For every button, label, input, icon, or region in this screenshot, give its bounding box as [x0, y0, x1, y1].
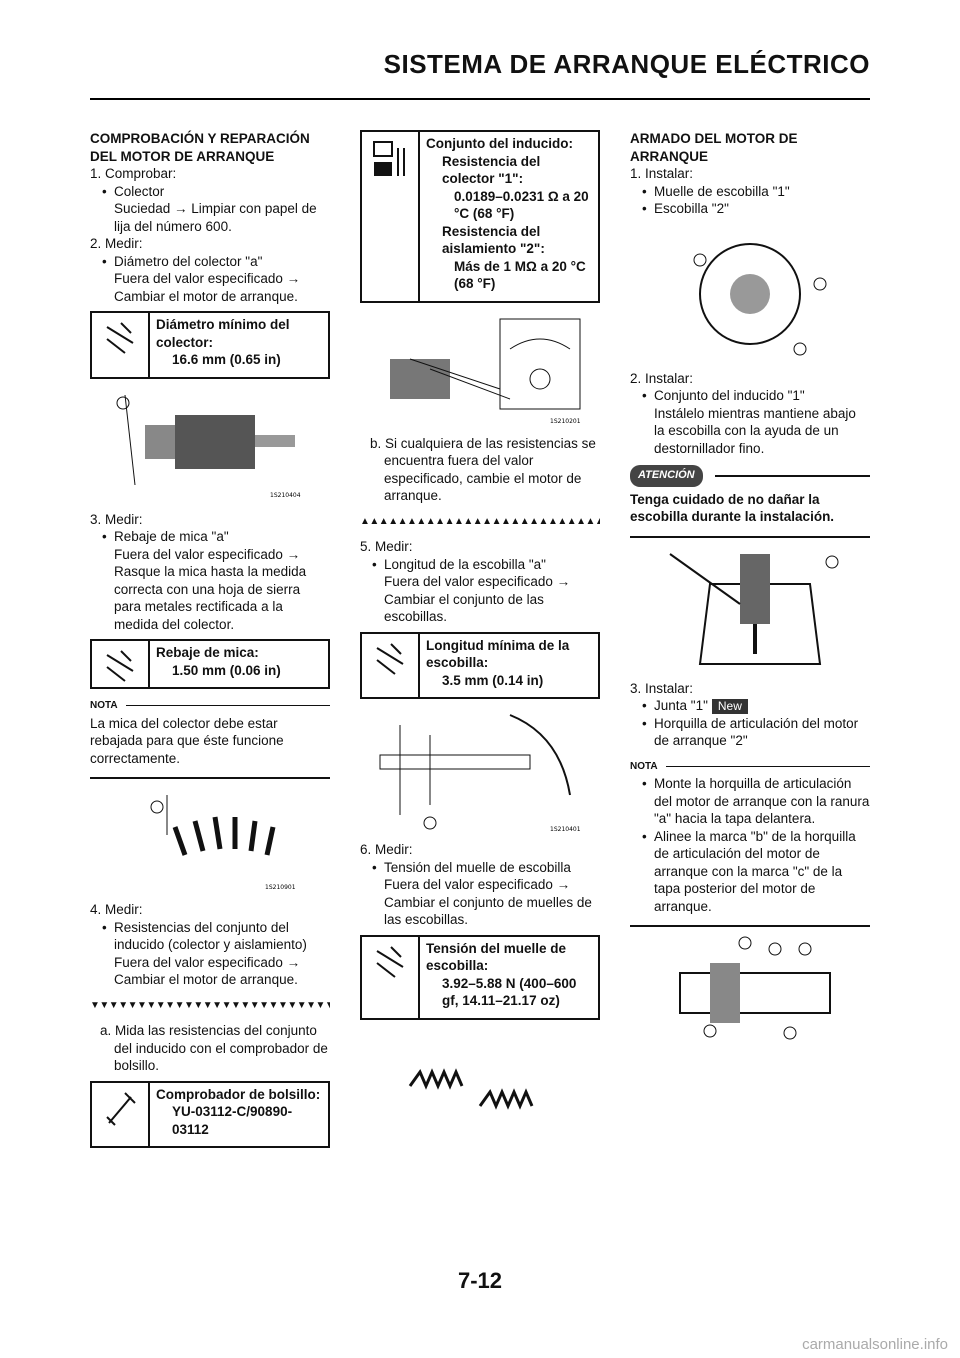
step-text: 4. Medir:: [90, 902, 143, 917]
bullet-item: Escobilla "2": [630, 200, 870, 218]
bullet-item: Rebaje de mica "a": [90, 528, 330, 546]
spec-label: Rebaje de mica:: [156, 645, 259, 660]
figure-code: 1S210201: [550, 418, 581, 425]
yoke-alignment-figure: [679, 936, 831, 1040]
spec-box: Diámetro mínimo del colector: 16.6 mm (0…: [90, 311, 330, 379]
bullet-item: Resistencias del conjunto del inducido (…: [90, 919, 330, 954]
spec-box: Longitud mínima de la escobilla: 3.5 mm …: [360, 631, 600, 699]
note-item: Alinee la marca "b" de la horquilla de a…: [630, 828, 870, 916]
page-number: 7-12: [457, 1268, 503, 1293]
caliper-icon: [362, 936, 420, 1018]
bullet-item: Tensión del muelle de escobilla: [360, 859, 600, 877]
bullet-item: Horquilla de articulación del motor de a…: [630, 715, 870, 750]
brush-length-figure: 1S210401: [379, 714, 581, 833]
caution-text: Tenga cuidado de no dañar la escobilla d…: [630, 487, 870, 538]
electrical-spec-icon: [362, 132, 420, 301]
resistance-test-figure: 1S210201: [390, 318, 581, 425]
title-rule: [90, 98, 870, 100]
caliper-icon: [362, 633, 420, 697]
caution-header: ATENCIÓN: [630, 465, 870, 487]
sub-step-text: b. Si cualquiera de las resistencias se …: [370, 435, 596, 504]
note-label: NOTA: [90, 700, 118, 711]
spec-box: Tensión del muelle de escobilla: 3.92–5.…: [360, 934, 600, 1020]
brush-springs-figure: [408, 1067, 534, 1110]
bullet-item: Diámetro del colector "a": [90, 253, 330, 271]
body-text: Instálelo mientras mantiene abajo la esc…: [654, 405, 856, 456]
page-title: SISTEMA DE ARRANQUE ELÉCTRICO: [383, 49, 870, 79]
body-text: Fuera del valor especificado → Rasque la…: [114, 546, 307, 632]
brush-install-figure: [693, 242, 827, 355]
sub-step-text: a. Mida las resistencias del conjunto de…: [100, 1023, 328, 1073]
step-text: 2. Instalar:: [630, 370, 694, 386]
spec-label: Conjunto del inducido:: [426, 136, 573, 151]
new-part-badge: New: [711, 699, 748, 714]
step-text: 2. Medir:: [90, 236, 143, 251]
note-label: NOTA: [630, 760, 658, 772]
spec-value: 3.92–5.88 N (400–600 gf, 14.11–21.17 oz): [442, 975, 577, 1009]
column-3: ARMADO DEL MOTOR DE ARRANQUE 1. Instalar…: [630, 130, 870, 1049]
spec-box: Conjunto del inducido: Resistencia del c…: [360, 130, 600, 303]
caliper-icon: [92, 313, 150, 377]
section-heading: ARMADO DEL MOTOR DE ARRANQUE: [630, 131, 798, 164]
spec-label: Resistencia del colector "1":: [442, 153, 541, 187]
note-text: La mica del colector debe estar rebajada…: [90, 715, 284, 766]
bullet-text: Junta "1": [654, 698, 708, 713]
spec-value: 3.5 mm (0.14 in): [442, 672, 544, 688]
commutator-diameter-figure: 1S210404: [116, 394, 301, 499]
bullet-item: Muelle de escobilla "1": [630, 183, 870, 201]
body-text: Fuera del valor especificado → Cambiar e…: [114, 271, 301, 304]
figure-code: 1S210901: [265, 884, 296, 891]
note-item: Monte la horquilla de articulación del m…: [630, 775, 870, 828]
step-text: 5. Medir:: [360, 539, 413, 554]
mica-undercut-figure: 1S210901: [150, 795, 296, 891]
figure-code: 1S210404: [270, 492, 301, 499]
note-box: NOTA La mica del colector debe estar reb…: [90, 697, 330, 779]
step-text: 6. Medir:: [360, 842, 413, 857]
procedure-end-marker: ▲▲▲▲▲▲▲▲▲▲▲▲▲▲▲▲▲▲▲▲▲▲▲▲▲▲▲▲▲: [360, 515, 600, 527]
procedure-start-marker: ▼▼▼▼▼▼▼▼▼▼▼▼▼▼▼▼▼▼▼▼▼▼▼▼▼▼▼▼▼: [90, 999, 330, 1011]
step-text: 1. Instalar:: [630, 166, 694, 181]
body-text: Fuera del valor especificado → Cambiar e…: [384, 877, 592, 927]
spec-label: Longitud mínima de la escobilla:: [426, 637, 570, 671]
step-text: 3. Instalar:: [630, 680, 694, 696]
tester-icon: [92, 1082, 150, 1146]
bullet-item: Conjunto del inducido "1": [630, 387, 870, 405]
armature-install-figure: [669, 552, 839, 665]
spec-label: Comprobador de bolsillo:: [156, 1086, 321, 1102]
spec-label: Tensión del muelle de escobilla:: [426, 940, 567, 974]
bullet-item: Longitud de la escobilla "a": [360, 556, 600, 574]
spec-value: Más de 1 MΩ a 20 °C (68 °F): [454, 258, 586, 292]
step-text: 3. Medir:: [90, 511, 143, 527]
figure-code: 1S210401: [550, 826, 581, 833]
spec-value: 1.50 mm (0.06 in): [172, 662, 281, 678]
body-text: Fuera del valor especificado → Cambiar e…: [384, 574, 571, 624]
bullet-item: Colector: [90, 183, 330, 201]
caliper-icon: [92, 641, 150, 687]
spec-value: 0.0189–0.0231 Ω a 20 °C (68 °F): [454, 188, 589, 222]
body-text: Fuera del valor especificado → Cambiar e…: [114, 954, 301, 988]
spec-box: Comprobador de bolsillo: YU-03112-C/9089…: [90, 1080, 330, 1148]
spec-box: Rebaje de mica: 1.50 mm (0.06 in): [90, 639, 330, 689]
spec-label: Resistencia del aislamiento "2":: [442, 223, 545, 257]
spec-label: Diámetro mínimo del colector:: [156, 317, 290, 350]
column-2: Conjunto del inducido: Resistencia del c…: [360, 130, 600, 1122]
watermark: carmanualsonline.info: [802, 1336, 948, 1353]
spec-value: YU-03112-C/90890-03112: [172, 1104, 293, 1137]
bullet-item: Junta "1"New: [630, 697, 870, 715]
column-1: COMPROBACIÓN Y REPARACIÓN DEL MOTOR DE A…: [90, 130, 330, 1154]
section-heading: COMPROBACIÓN Y REPARACIÓN DEL MOTOR DE A…: [90, 131, 310, 164]
body-text: Suciedad → Limpiar con papel de lija del…: [114, 201, 317, 234]
step-text: 1. Comprobar:: [90, 166, 177, 181]
spec-value: 16.6 mm (0.65 in): [172, 352, 281, 367]
note-box: NOTA Monte la horquilla de articulación …: [630, 758, 870, 927]
caution-label: ATENCIÓN: [630, 465, 703, 487]
